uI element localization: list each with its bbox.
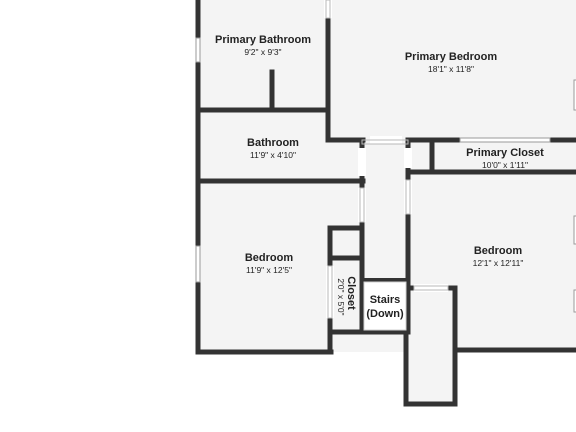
room-name: Closet [345,276,357,310]
floor-area [198,0,576,404]
room-dimensions: 11'9" x 12'5" [246,265,292,275]
room-primary-closet: Primary Closet 10'0" x 1'11" [466,147,544,170]
windows [195,37,576,313]
room-bedroom-right: Bedroom 12'1" x 12'11" [473,245,524,268]
room-primary-bedroom: Primary Bedroom 18'1" x 11'8" [405,51,498,74]
room-dimensions: 9'2" x 9'3" [244,47,281,57]
room-name: Primary Closet [466,147,544,159]
room-dimensions: 11'9" x 4'10" [250,150,296,160]
room-dimensions: 10'0" x 1'11" [482,160,528,170]
stairs-label: Stairs [370,294,401,306]
room-closet: Closet 2'0" x 5'0" [336,276,357,315]
room-name: Bathroom [247,137,299,149]
room-bathroom: Bathroom 11'9" x 4'10" [247,137,299,160]
room-name: Bedroom [474,245,523,257]
room-name: Primary Bathroom [215,34,311,46]
stairs-direction: (Down) [366,308,404,320]
room-bedroom-left: Bedroom 11'9" x 12'5" [245,252,294,275]
room-name: Primary Bedroom [405,51,498,63]
exterior-walls [195,0,576,407]
room-primary-bathroom: Primary Bathroom 9'2" x 9'3" [215,34,311,57]
room-dimensions: 18'1" x 11'8" [428,64,474,74]
room-dimensions: 12'1" x 12'11" [473,258,524,268]
door-openings [324,0,449,319]
stairs-outline [363,281,407,331]
room-dimensions: 2'0" x 5'0" [336,278,346,315]
room-stairs: Stairs (Down) [366,294,404,320]
room-name: Bedroom [245,252,294,264]
